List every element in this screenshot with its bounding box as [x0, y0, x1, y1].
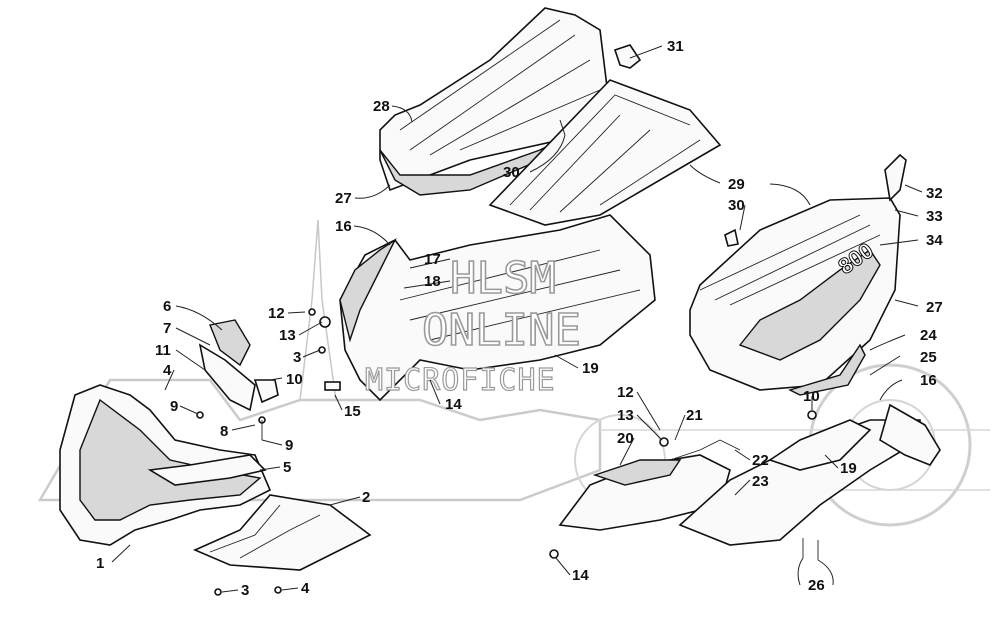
callout-14-lower: 14 [572, 567, 589, 584]
callout-27-upper: 27 [335, 190, 352, 207]
callout-12-left: 12 [268, 305, 285, 322]
center-pan [339, 214, 656, 402]
callout-18: 18 [424, 273, 441, 290]
watermark-line-1: HLSM [450, 253, 556, 304]
callout-30-upper: 30 [503, 164, 520, 181]
callout-7: 7 [163, 320, 171, 337]
callout-16-upper: 16 [335, 218, 352, 235]
watermark-text: HLSM ONLINE MICROFICHE [364, 252, 581, 398]
callout-22: 22 [752, 452, 769, 469]
leader-lines [111, 45, 923, 593]
windshield-panel [488, 79, 722, 226]
watermark-line-3: MICROFICHE [365, 363, 556, 398]
callout-5: 5 [283, 459, 291, 476]
callout-30-right: 30 [728, 197, 745, 214]
front-nose-1 [59, 384, 272, 546]
callout-13-left: 13 [279, 327, 296, 344]
hardware [214, 44, 819, 596]
callout-2: 2 [362, 489, 370, 506]
callout-26: 26 [808, 577, 825, 594]
callout-33: 33 [926, 208, 943, 225]
callout-3-left: 3 [293, 349, 301, 366]
right-hood-27: 800 [689, 153, 907, 391]
callout-8: 8 [220, 423, 228, 440]
callout-3-lower: 3 [241, 582, 249, 599]
callout-11: 11 [155, 342, 171, 359]
callout-20: 20 [617, 430, 634, 447]
callout-4-left: 4 [163, 362, 172, 379]
callout-labels: 31 28 30 27 16 17 18 29 32 30 33 34 27 2… [96, 38, 943, 599]
callout-6: 6 [163, 298, 171, 315]
callout-9-lower: 9 [285, 437, 293, 454]
callout-29: 29 [728, 176, 745, 193]
callout-17: 17 [424, 251, 441, 268]
callout-19-right: 19 [840, 460, 857, 477]
callout-24: 24 [920, 327, 937, 344]
callout-32: 32 [926, 185, 943, 202]
callout-25: 25 [920, 349, 937, 366]
callout-21: 21 [686, 407, 703, 424]
callout-34: 34 [926, 232, 943, 249]
callout-1: 1 [96, 555, 104, 572]
callout-4-lower: 4 [301, 580, 310, 597]
callout-16-right: 16 [920, 372, 937, 389]
callout-10-left: 10 [286, 371, 303, 388]
callout-10-right: 10 [803, 388, 820, 405]
watermark-line-2: ONLINE [422, 305, 581, 356]
skid-plate-2 [193, 494, 372, 571]
callout-12-right: 12 [617, 384, 634, 401]
callout-31: 31 [667, 38, 684, 55]
callout-9-left: 9 [170, 398, 178, 415]
callout-28: 28 [373, 98, 390, 115]
callout-19-center: 19 [582, 360, 599, 377]
callout-23: 23 [752, 473, 769, 490]
belly-pan-right [558, 343, 941, 546]
callout-14-center: 14 [445, 396, 462, 413]
left-trim-parts [196, 319, 279, 440]
callout-13-right: 13 [617, 407, 634, 424]
callout-15: 15 [344, 403, 361, 420]
callout-27-right: 27 [926, 299, 943, 316]
